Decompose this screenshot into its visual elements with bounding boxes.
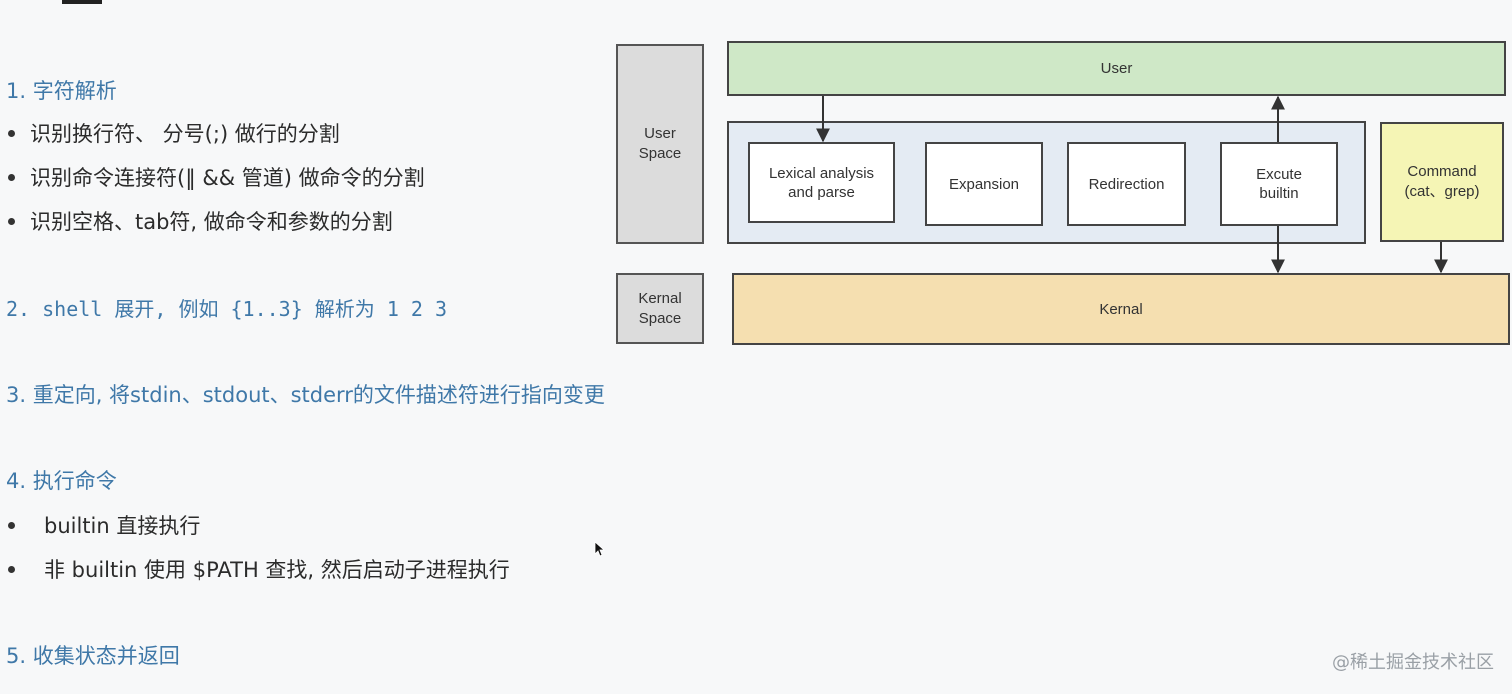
section-4-title: 4. 执行命令 bbox=[6, 469, 117, 493]
bullet bbox=[8, 174, 15, 181]
section-1-item-3: 识别空格、tab符, 做命令和参数的分割 bbox=[30, 210, 393, 234]
section-1-title: 1. 字符解析 bbox=[6, 79, 117, 103]
mouse-cursor-icon bbox=[594, 541, 606, 557]
top-edge-mark bbox=[62, 0, 102, 4]
section-4-item-1: builtin 直接执行 bbox=[44, 514, 201, 538]
bullet bbox=[8, 522, 15, 529]
kernal-box: Kernal bbox=[732, 273, 1510, 345]
section-1-item-2: 识别命令连接符(‖ && 管道) 做命令的分割 bbox=[30, 166, 425, 190]
bullet bbox=[8, 566, 15, 573]
execute-builtin-box: Excute builtin bbox=[1220, 142, 1338, 226]
user-box: User bbox=[727, 41, 1506, 96]
bullet bbox=[8, 130, 15, 137]
outline-text: 1. 字符解析 识别换行符、 分号(;) 做行的分割 识别命令连接符(‖ && … bbox=[6, 79, 605, 668]
section-1-item-1: 识别换行符、 分号(;) 做行的分割 bbox=[30, 122, 340, 146]
shell-panel bbox=[727, 121, 1366, 244]
expansion-box: Expansion bbox=[925, 142, 1043, 226]
watermark: @稀土掘金技术社区 bbox=[1332, 652, 1494, 673]
lexical-analysis-box: Lexical analysis and parse bbox=[748, 142, 895, 223]
redirection-box: Redirection bbox=[1067, 142, 1186, 226]
section-5-title: 5. 收集状态并返回 bbox=[6, 644, 180, 668]
bullet bbox=[8, 218, 15, 225]
command-box: Command (cat、grep) bbox=[1380, 122, 1504, 242]
section-3-title: 3. 重定向, 将stdin、stdout、stderr的文件描述符进行指向变更 bbox=[6, 383, 605, 407]
section-4-item-2: 非 builtin 使用 $PATH 查找, 然后启动子进程执行 bbox=[44, 558, 510, 582]
section-2-title: 2. shell 展开, 例如 {1..3} 解析为 1 2 3 bbox=[6, 297, 448, 321]
